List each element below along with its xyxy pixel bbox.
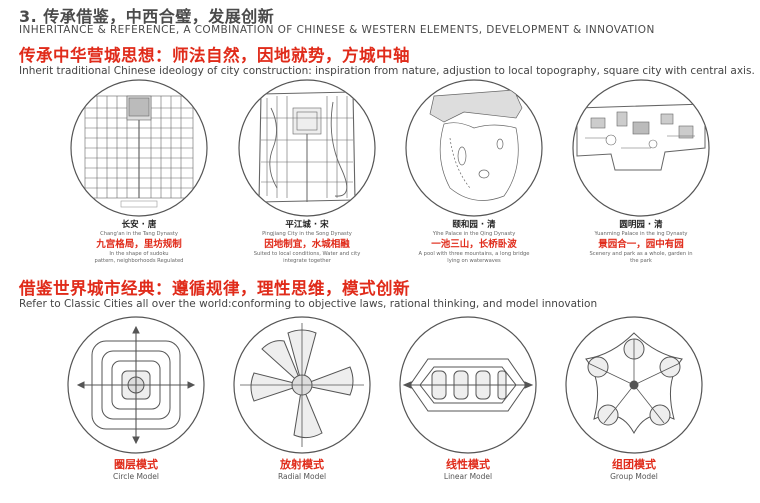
caption-pingjiang-name: 平江城 · 宋 [285,220,329,230]
linear-model-name-en: Linear Model [443,472,493,481]
linear-model-diagram [399,316,537,454]
section2-heading-en: Refer to Classic Cities all over the wor… [19,298,598,310]
caption-yuanming-feature: 景园合一，园中有园 [598,239,684,250]
radial-model-name: 放射模式 [280,458,324,471]
linear-model-caption: 线性模式 Linear Model [398,458,538,482]
caption-yuanming-desc: the park [630,257,652,264]
caption-yihe-desc: A pool with three mountains, a long brid… [418,251,530,257]
caption-yuanming: 圆明园 · 清 Yuanming Palace in the ing Dynas… [571,220,711,264]
caption-yuanming-desc: Scenery and park as a whole, garden in [589,251,693,257]
group-model-diagram [565,316,703,454]
group-model-name: 组团模式 [612,458,656,471]
yuanming-palace-map-image [572,79,710,217]
circle-model-name: 圈层模式 [114,458,158,471]
caption-yuanming-name: 圆明园 · 清 [619,220,663,230]
caption-changan-desc: pattern, neighborhoods Regulated [94,257,184,264]
caption-pingjiang-desc: Suited to local conditions, Water and ci… [253,251,361,257]
caption-changan-feature: 九宫格局，里坊规制 [96,239,182,250]
radial-model-diagram [233,316,371,454]
circle-model-caption: 圈层模式 Circle Model [66,458,206,482]
caption-yihe-name-en: Yihe Palace in the Qing Dynasty [432,231,516,237]
group-model-name-en: Group Model [610,472,658,481]
caption-yihe-name: 颐和园 · 清 [452,220,496,230]
yihe-palace-map-image [405,79,543,217]
caption-yihe-feature: 一池三山，长桥卧波 [431,239,517,250]
section1-heading: 传承中华营城思想：师法自然，因地就势，方城中轴 [19,46,410,65]
radial-model-name-en: Radial Model [277,472,327,481]
caption-yuanming-name-en: Yuanming Palace in the ing Dynasty [594,231,688,237]
section1-heading-en: Inherit traditional Chinese ideology of … [19,65,755,77]
radial-model-caption: 放射模式 Radial Model [232,458,372,482]
section2-heading: 借鉴世界城市经典：遵循规律，理性思维，模式创新 [19,279,410,298]
section-title: 3. 传承借鉴，中西合璧，发展创新 [19,7,275,26]
circle-model-name-en: Circle Model [113,472,159,481]
pingjiang-map-image [238,79,376,217]
caption-pingjiang: 平江城 · 宋 Pingjiang City in the Song Dynas… [237,220,377,264]
caption-pingjiang-desc: integrate together [283,257,331,264]
changan-map-image [70,79,208,217]
linear-model-name: 线性模式 [446,458,490,471]
caption-changan-desc: In the shape of sudoku [109,251,169,257]
caption-pingjiang-feature: 因地制宜，水城相融 [264,239,350,250]
caption-changan-name-en: Chang'an in the Tang Dynasty [100,231,178,237]
caption-yihe-desc: lying on waterwaves [447,257,501,264]
caption-changan-name: 长安 · 唐 [121,220,157,230]
caption-yihe: 颐和园 · 清 Yihe Palace in the Qing Dynasty … [404,220,544,264]
group-model-caption: 组团模式 Group Model [564,458,704,482]
section-subtitle: INHERITANCE & REFERENCE, A COMBINATION O… [19,24,655,36]
circle-model-diagram [67,316,205,454]
caption-pingjiang-name-en: Pingjiang City in the Song Dynasty [262,231,352,237]
caption-changan: 长安 · 唐 Chang'an in the Tang Dynasty 九宫格局… [69,220,209,264]
